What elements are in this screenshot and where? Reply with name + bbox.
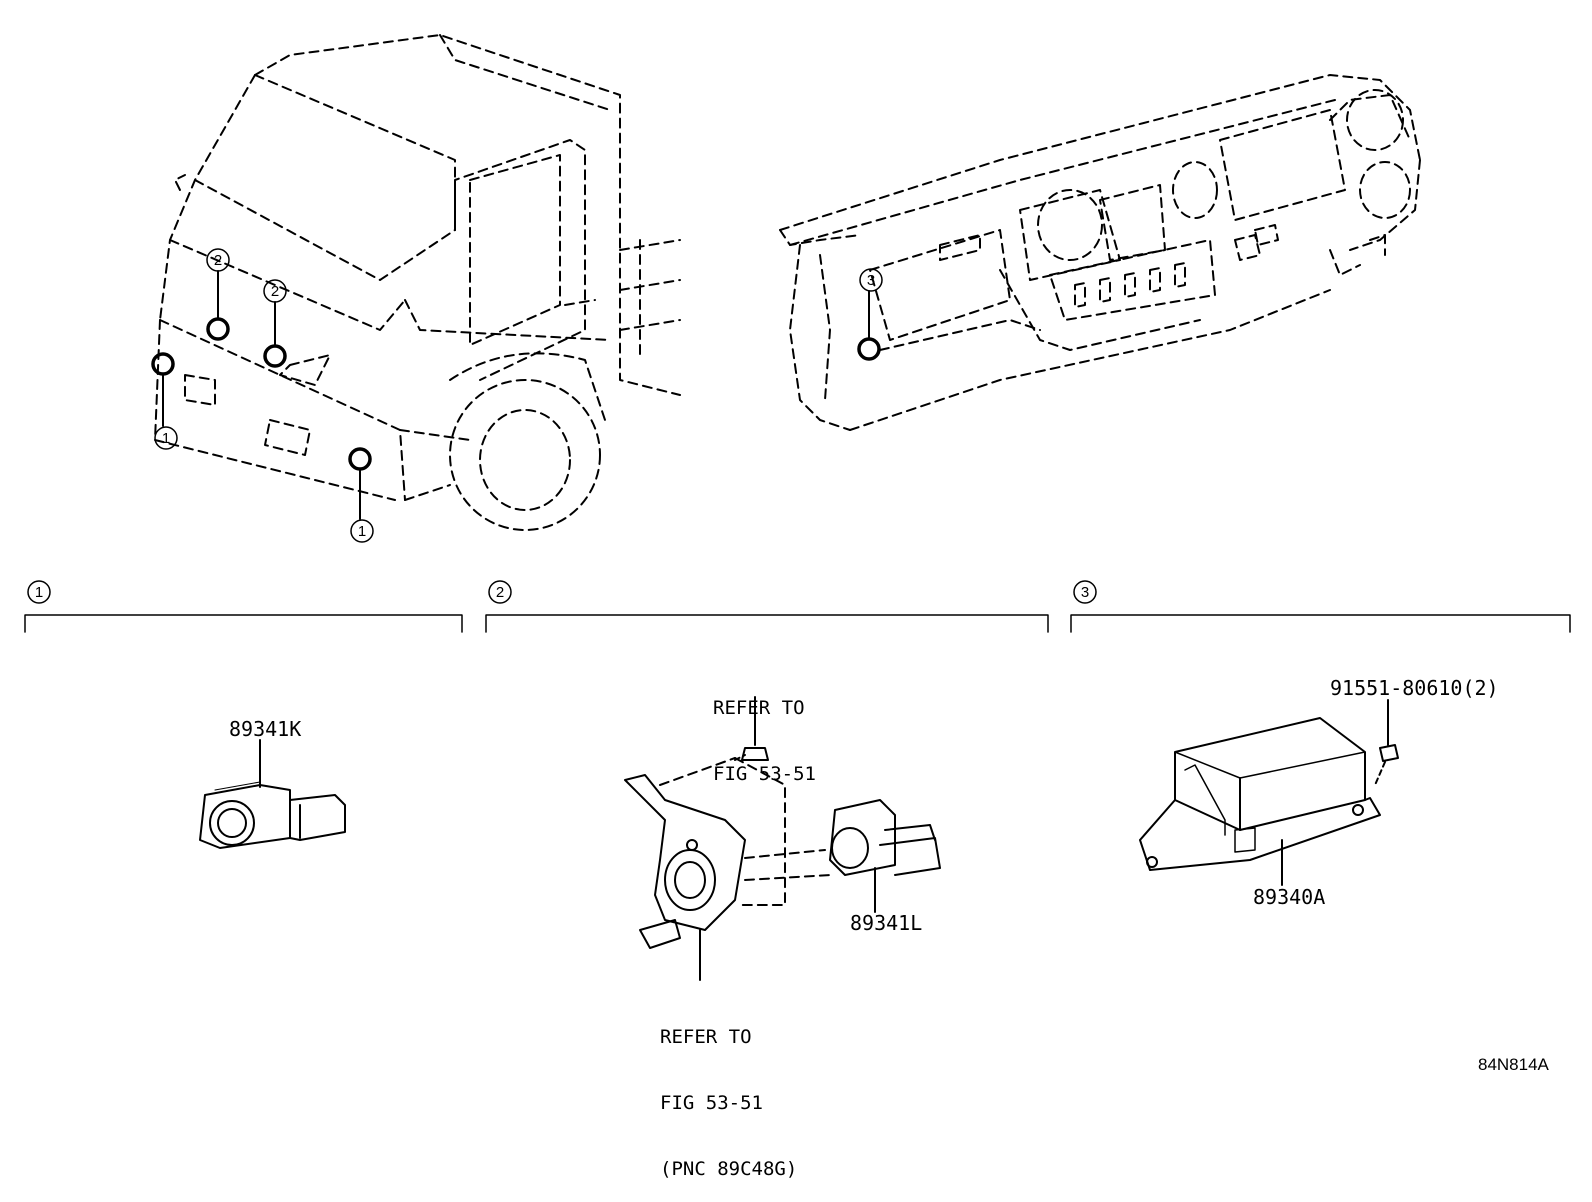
sensor-89341k-drawing <box>199 739 346 849</box>
reference-line: REFER TO <box>713 697 805 719</box>
parts-diagram: 2 2 1 1 3 1 2 3 <box>24 34 1571 981</box>
reference-line: REFER TO <box>660 1026 752 1048</box>
callout-number: 3 <box>867 272 875 289</box>
bracket-assembly-drawing <box>624 696 941 981</box>
callout-number: 2 <box>271 283 279 300</box>
reference-figure-link[interactable]: FIG 53-51 <box>713 763 816 785</box>
section-number: 2 <box>496 584 504 601</box>
reference-figure-link[interactable]: FIG 53-51 <box>660 1092 763 1114</box>
section-brackets <box>24 580 1571 633</box>
section-number: 1 <box>35 584 43 601</box>
diagram-code: 84N814A <box>1478 1055 1549 1074</box>
truck-cab-illustration <box>154 34 681 531</box>
instrument-panel-illustration <box>779 74 1421 431</box>
callout-number: 1 <box>358 523 366 540</box>
control-module-drawing <box>1139 699 1399 886</box>
sensor-location-markers <box>151 317 881 471</box>
part-number-bolt[interactable]: 91551-80610(2) <box>1330 676 1499 700</box>
reference-pnc: (PNC 89C48G) <box>660 1158 798 1180</box>
callout-number: 1 <box>162 430 170 447</box>
reference-note-lower: REFER TO FIG 53-51 (PNC 89C48G) <box>660 982 797 1202</box>
callout-number: 2 <box>214 252 222 269</box>
callout-bubbles <box>154 248 883 543</box>
part-number-89340a[interactable]: 89340A <box>1253 885 1326 909</box>
section-number: 3 <box>1081 584 1089 601</box>
part-number-89341k[interactable]: 89341K <box>229 717 302 741</box>
reference-note-upper: REFER TO FIG 53-51 <box>713 653 816 807</box>
part-number-89341l[interactable]: 89341L <box>850 911 923 935</box>
callout-leaders <box>162 270 870 520</box>
